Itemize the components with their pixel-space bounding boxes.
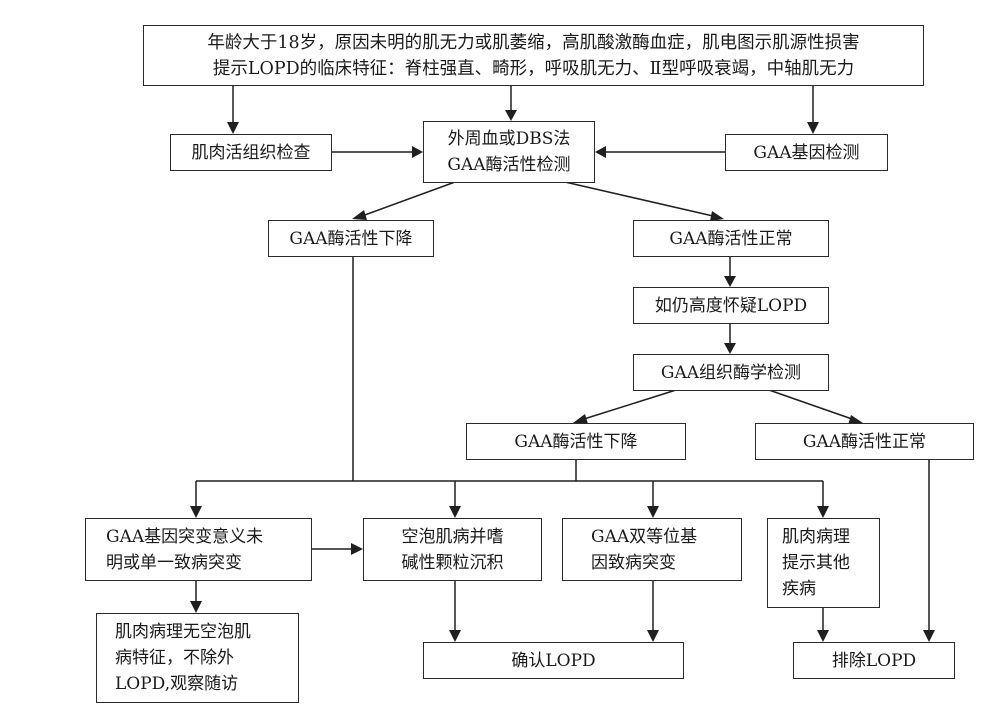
node-still-suspect: 如仍高度怀疑LOPD (633, 287, 829, 324)
edge-other-to-exclude (817, 607, 829, 642)
node-vus-single-text: GAA基因突变意义未 明或单一致病突变 (106, 526, 264, 573)
node-tissue-normal: GAA酶活性正常 (755, 423, 974, 460)
edge-indication-to-enzyme-test (505, 85, 517, 121)
edge-indication-to-biopsy (227, 85, 239, 134)
node-vus-single: GAA基因突变意义未 明或单一致病突变 (85, 518, 312, 581)
node-tissue-enzyme-text: GAA组织酶学检测 (660, 362, 802, 383)
node-enzyme-low: GAA酶活性下降 (268, 220, 434, 257)
node-tissue-low: GAA酶活性下降 (466, 423, 686, 460)
node-indication-text: 年龄大于18岁，原因未明的肌无力或肌萎缩，高肌酸激酶血症，肌电图示肌源性损害 提… (207, 32, 860, 79)
node-enzyme-normal: GAA酶活性正常 (633, 220, 829, 257)
node-biallelic: GAA双等位基 因致病突变 (562, 518, 742, 581)
node-confirm: 确认LOPD (423, 642, 684, 679)
edge-enzyme-test-to-low (352, 181, 456, 220)
edge-biallelic-to-confirm (647, 580, 659, 642)
node-indication: 年龄大于18岁，原因未明的肌无力或肌萎缩，高肌酸激酶血症，肌电图示肌源性损害 提… (143, 25, 924, 86)
node-exclude: 排除LOPD (793, 642, 955, 679)
node-exclude-text: 排除LOPD (831, 650, 917, 671)
node-enzyme-normal-text: GAA酶活性正常 (669, 228, 793, 249)
node-other-disease-text: 肌肉病理 提示其他 疾病 (782, 527, 850, 599)
edge-indication-to-gene-test (807, 85, 819, 134)
edge-vus-to-no-vacuole (190, 580, 202, 613)
node-no-vacuole-text: 肌肉病理无空泡肌 病特征，不除外 LOPD,观察随访 (115, 622, 251, 694)
node-gene-test: GAA基因检测 (725, 134, 888, 171)
branch-bus (190, 480, 829, 518)
edge-tissue-to-low (573, 389, 677, 424)
node-tissue-low-text: GAA酶活性下降 (514, 431, 638, 452)
edge-enzyme-test-to-normal (564, 181, 724, 221)
node-confirm-text: 确认LOPD (511, 650, 596, 671)
node-muscle-biopsy: 肌肉活组织检查 (170, 134, 332, 171)
edge-vacuolar-to-confirm (449, 580, 461, 642)
node-tissue-enzyme: GAA组织酶学检测 (633, 354, 829, 391)
node-muscle-biopsy-text: 肌肉活组织检查 (191, 142, 311, 163)
node-enzyme-test-text: 外周血或DBS法 GAA酶活性检测 (447, 129, 571, 175)
node-tissue-normal-text: GAA酶活性正常 (802, 431, 927, 452)
node-vacuolar-text: 空泡肌病并嗜 碱性颗粒沉积 (401, 526, 504, 573)
edge-tissue-normal-to-exclude (923, 459, 935, 642)
edge-gene-test-to-enzyme-test (595, 146, 725, 158)
edge-normal-to-suspect (724, 256, 736, 287)
node-vacuolar: 空泡肌病并嗜 碱性颗粒沉积 (363, 518, 542, 581)
node-other-disease: 肌肉病理 提示其他 疾病 (767, 518, 880, 608)
node-biallelic-text: GAA双等位基 因致病突变 (591, 526, 698, 573)
edge-biopsy-to-enzyme-test (332, 146, 423, 158)
edge-vus-to-vacuolar (311, 543, 363, 555)
node-still-suspect-text: 如仍高度怀疑LOPD (654, 295, 808, 316)
edge-tissue-to-normal (768, 389, 863, 425)
node-enzyme-test: 外周血或DBS法 GAA酶活性检测 (423, 121, 595, 183)
node-enzyme-low-text: GAA酶活性下降 (289, 228, 413, 249)
edge-suspect-to-tissue (724, 323, 736, 354)
node-gene-test-text: GAA基因检测 (753, 142, 860, 163)
node-no-vacuole: 肌肉病理无空泡肌 病特征，不除外 LOPD,观察随访 (96, 613, 299, 703)
